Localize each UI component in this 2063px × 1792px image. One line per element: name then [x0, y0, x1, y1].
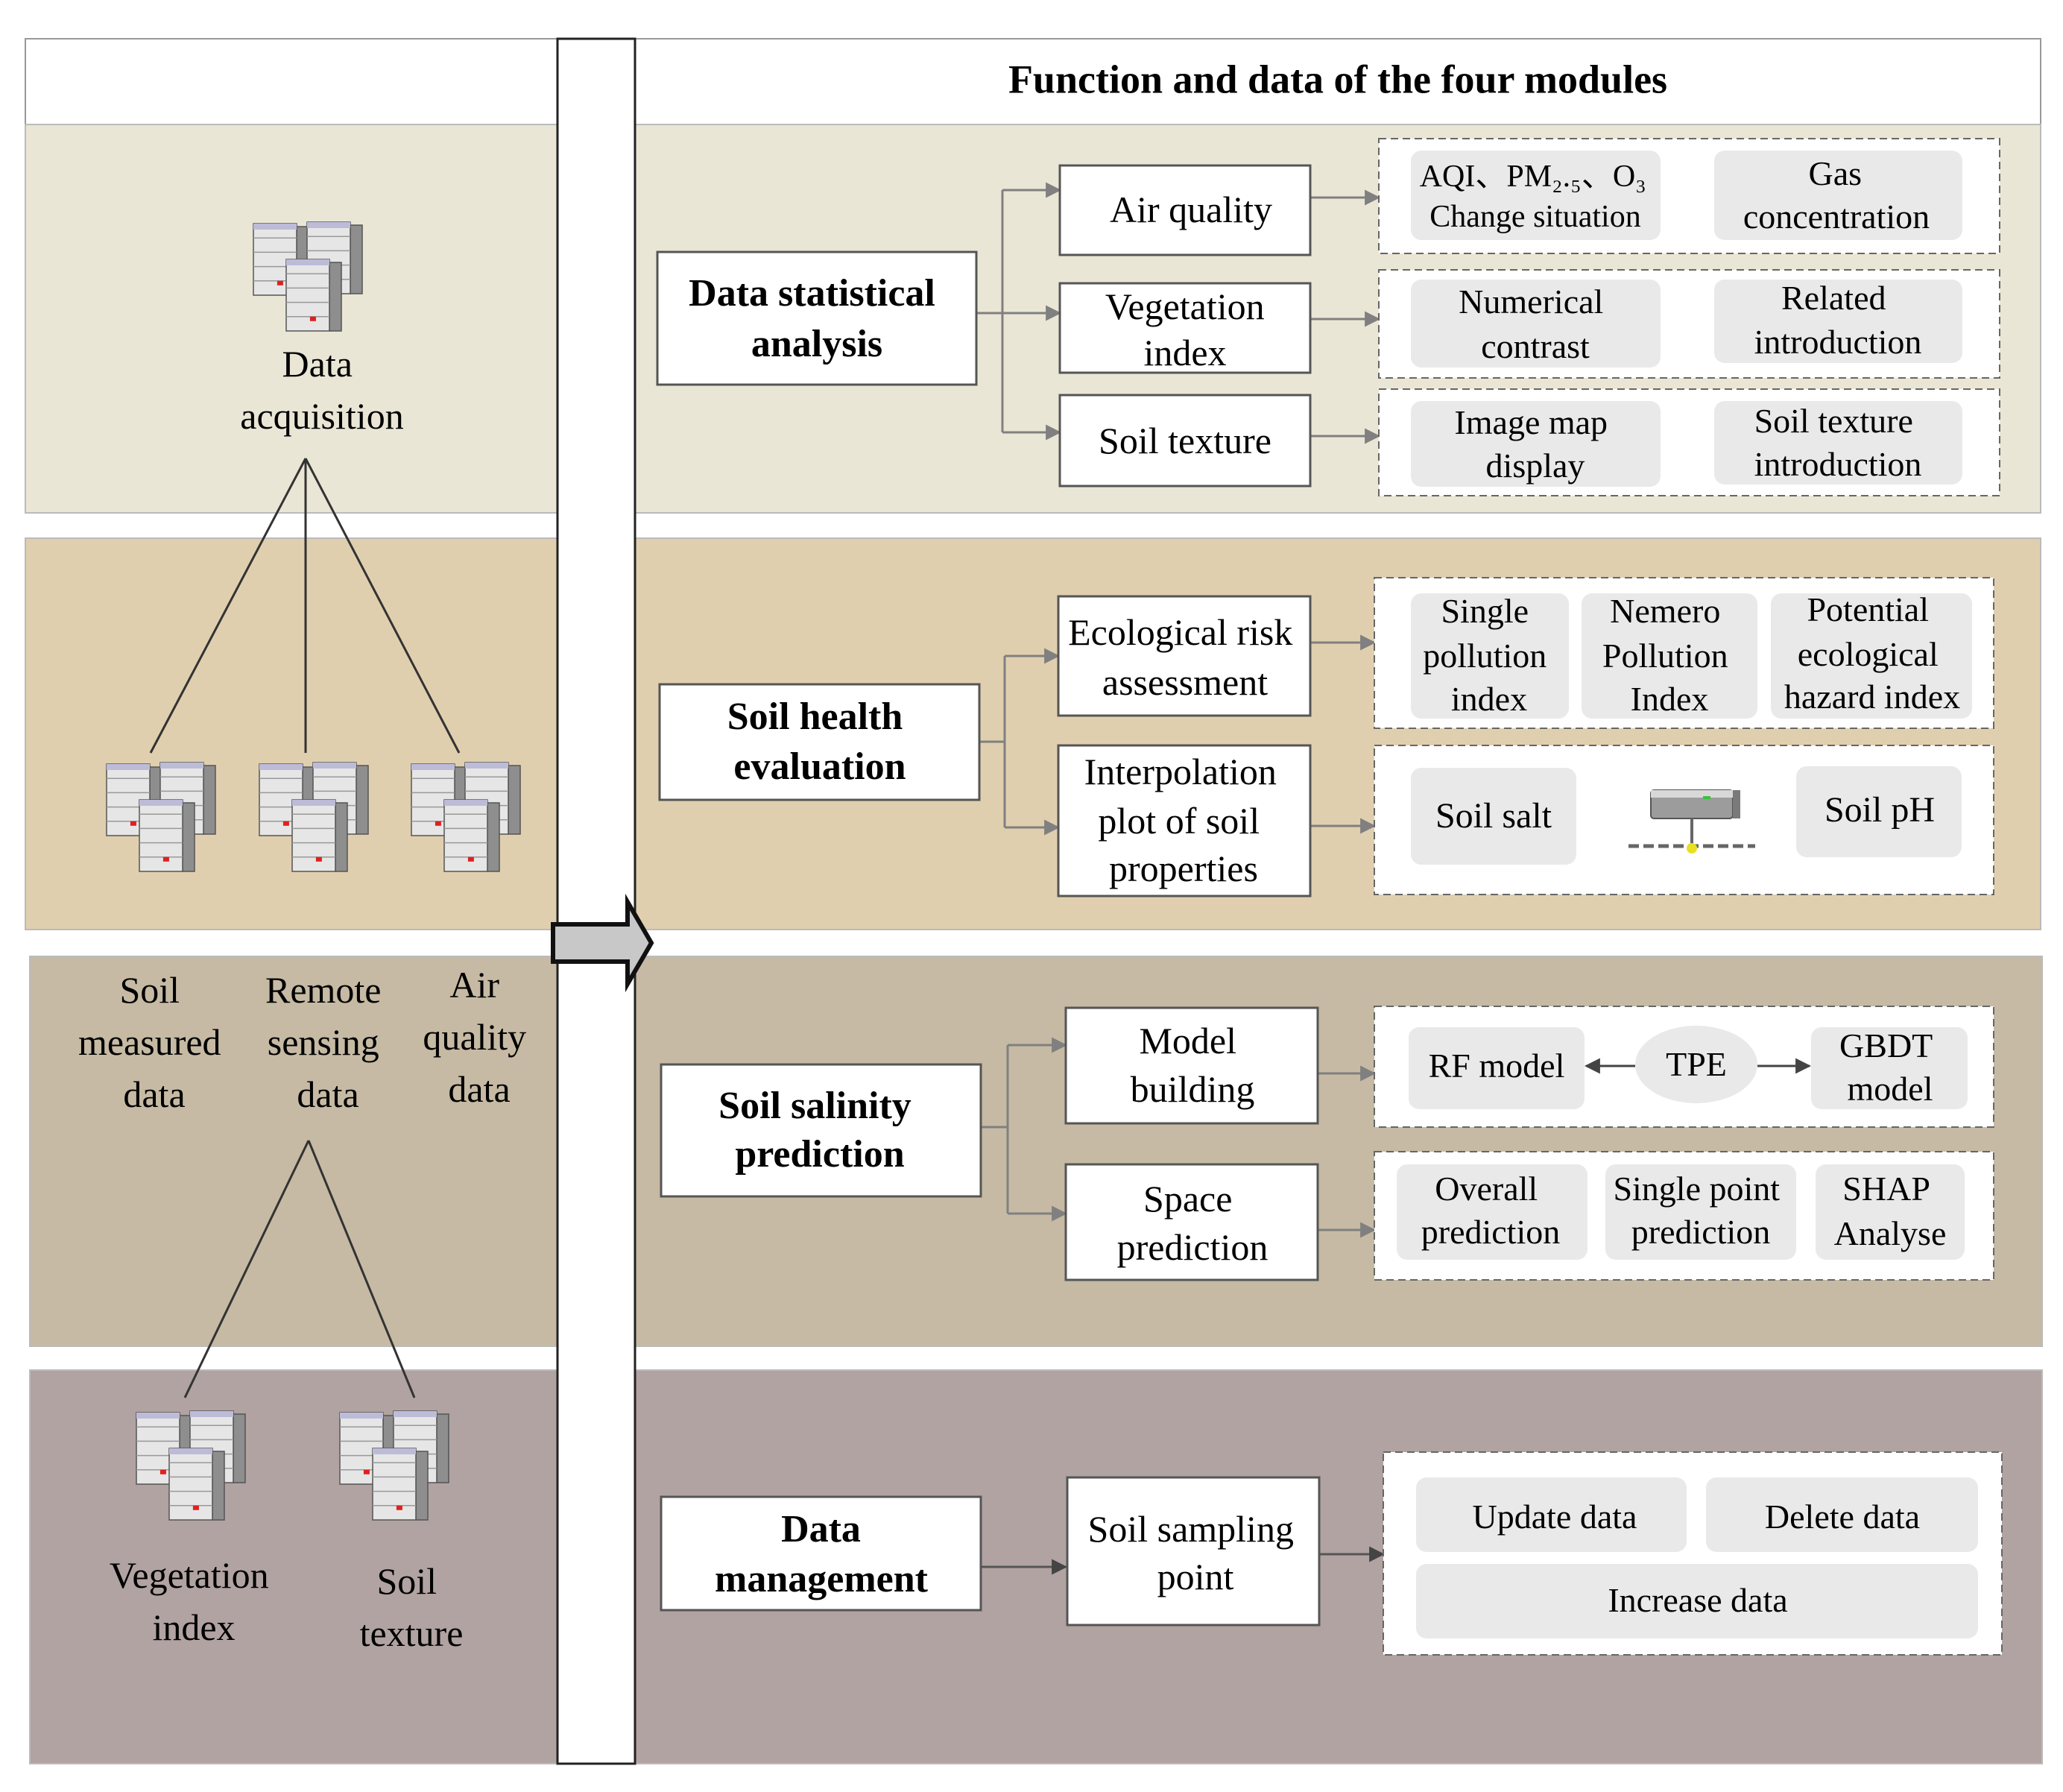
- item-delete-data[interactable]: Delete data: [1706, 1477, 1978, 1552]
- svg-text:Single pollution i: Single pollution index: [1423, 592, 1555, 718]
- svg-text:AQI、PM₂.₅、O₃ Change situ: AQI、PM₂.₅、O₃ Change situation: [1420, 160, 1655, 234]
- item-soil-ph[interactable]: Soil pH: [1796, 766, 1962, 857]
- server-icon-soil-texture: [339, 1410, 449, 1521]
- network-server-icon: [1628, 789, 1755, 854]
- item-single-point-prediction[interactable]: Single point prediction: [1605, 1164, 1796, 1260]
- function-box-space-prediction[interactable]: Space prediction: [1064, 1163, 1319, 1281]
- svg-text:Image map display: Image map display: [1454, 403, 1616, 485]
- svg-text:Data statistical analysi: Data statistical analysis: [689, 272, 945, 365]
- connector-lines-module-3: [981, 1037, 1377, 1238]
- svg-text:GBDT model: GBDT model: [1839, 1026, 1941, 1108]
- svg-text:Soil salinity prediction: Soil salinity prediction: [718, 1085, 921, 1176]
- item-gbdt-model[interactable]: GBDT model: [1811, 1026, 1968, 1109]
- label-vegetation-index: Vegetation index: [110, 1554, 278, 1648]
- server-icon-air-quality: [411, 762, 521, 872]
- item-overall-prediction[interactable]: Overall prediction: [1397, 1164, 1587, 1260]
- svg-text:Soil texture introductio: Soil texture introduction: [1754, 402, 1922, 483]
- svg-text:Update data: Update data: [1473, 1498, 1637, 1536]
- label-soil-texture: Soil texture: [360, 1560, 464, 1654]
- function-box-air-quality[interactable]: Air quality: [1058, 164, 1312, 256]
- server-icon-root: [253, 221, 363, 332]
- connector-lines-module-4: [981, 1546, 1386, 1575]
- module-box-soil-salinity-prediction[interactable]: Soil salinity prediction: [660, 1063, 982, 1198]
- item-soil-salt[interactable]: Soil salt: [1411, 768, 1576, 865]
- item-aqi-change-situation[interactable]: AQI、PM₂.₅、O₃ Change situation: [1411, 151, 1661, 240]
- item-related-introduction[interactable]: Related introduction: [1714, 279, 1962, 363]
- divider-bar: [556, 37, 636, 1765]
- item-tpe[interactable]: TPE: [1635, 1026, 1757, 1103]
- svg-text:Delete data: Delete data: [1765, 1498, 1920, 1536]
- svg-text:RF model: RF model: [1429, 1047, 1565, 1085]
- item-nemero-pollution-index[interactable]: Nemero Pollution Index: [1582, 592, 1757, 719]
- item-potential-ecological-hazard-index[interactable]: Potential ecological hazard index: [1771, 590, 1972, 719]
- svg-text:Vegetation index: Vegetation index: [1105, 285, 1274, 373]
- function-box-model-building[interactable]: Model building: [1064, 1006, 1319, 1125]
- server-icon-remote-sensing: [259, 762, 369, 872]
- function-box-ecological-risk-assessment[interactable]: Ecological risk assessment: [1057, 595, 1312, 717]
- function-box-interpolation-plot[interactable]: Interpolation plot of soil properties: [1057, 744, 1312, 897]
- item-update-data[interactable]: Update data: [1416, 1477, 1687, 1552]
- svg-text:Single point prediction: Single point prediction: [1613, 1170, 1788, 1251]
- svg-text:Interpolation plot of so: Interpolation plot of soil properties: [1084, 751, 1286, 889]
- svg-text:Gas concentration: Gas concentration: [1743, 154, 1930, 236]
- svg-text:Nemero Pollution I: Nemero Pollution Index: [1602, 592, 1737, 718]
- svg-text:Model building: Model building: [1131, 1020, 1255, 1110]
- module-box-data-management[interactable]: Data management: [660, 1495, 982, 1612]
- item-gas-concentration[interactable]: Gas concentration: [1714, 151, 1962, 240]
- header-band: [25, 38, 2041, 125]
- item-image-map-display[interactable]: Image map display: [1411, 401, 1661, 487]
- item-rf-model[interactable]: RF model: [1409, 1027, 1585, 1109]
- svg-text:TPE: TPE: [1666, 1045, 1727, 1083]
- svg-text:SHAP Analyse: SHAP Analyse: [1834, 1170, 1947, 1252]
- module-box-data-statistical-analysis[interactable]: Data statistical analysis: [656, 250, 978, 386]
- tree-lines: [149, 458, 461, 1398]
- page-title: Function and data of the four modules: [1008, 57, 1667, 101]
- label-remote-sensing-data: Remote sensing data: [265, 969, 391, 1115]
- connector-lines-module-2: [979, 634, 1377, 836]
- svg-text:Potential ecological: Potential ecological hazard index: [1784, 590, 1960, 716]
- item-numerical-contrast[interactable]: Numerical contrast: [1411, 280, 1661, 367]
- flow-arrow-icon: [551, 893, 654, 993]
- item-soil-texture-introduction[interactable]: Soil texture introduction: [1714, 401, 1962, 485]
- module-box-soil-health-evaluation[interactable]: Soil health evaluation: [658, 683, 981, 801]
- svg-text:Numerical contrast: Numerical contrast: [1459, 283, 1612, 365]
- item-single-pollution-index[interactable]: Single pollution index: [1411, 592, 1569, 719]
- svg-text:Related introduction: Related introduction: [1754, 279, 1922, 361]
- server-icon-soil-measured: [106, 762, 216, 872]
- svg-text:Increase data: Increase data: [1608, 1581, 1787, 1619]
- connector-lines-module-1: [976, 182, 1381, 444]
- item-shap-analyse[interactable]: SHAP Analyse: [1816, 1164, 1965, 1260]
- label-air-quality-data: Air quality data: [423, 964, 535, 1110]
- svg-text:Soil sampling point: Soil sampling point: [1088, 1508, 1304, 1597]
- function-box-soil-texture[interactable]: Soil texture: [1058, 394, 1312, 488]
- function-box-vegetation-index[interactable]: Vegetation index: [1058, 282, 1312, 374]
- svg-text:Air quality: Air quality: [1110, 189, 1272, 230]
- svg-text:Space prediction: Space prediction: [1117, 1178, 1269, 1268]
- item-increase-data[interactable]: Increase data: [1416, 1564, 1978, 1638]
- svg-text:Soil texture: Soil texture: [1099, 420, 1271, 461]
- svg-text:Soil pH: Soil pH: [1825, 790, 1935, 830]
- svg-text:Ecological risk assessme: Ecological risk assessment: [1068, 611, 1302, 703]
- label-soil-measured-data: Soil measured data: [78, 969, 230, 1115]
- label-data-acquisition: Data acquisition: [240, 343, 403, 437]
- svg-text:Soil salt: Soil salt: [1435, 796, 1552, 836]
- function-box-soil-sampling-point[interactable]: Soil sampling point: [1066, 1476, 1321, 1627]
- svg-text:Data management: Data management: [715, 1508, 929, 1600]
- svg-text:Soil health evaluation: Soil health evaluation: [727, 695, 913, 788]
- svg-text:Overall prediction: Overall prediction: [1421, 1170, 1561, 1251]
- server-icon-vegetation: [136, 1410, 246, 1521]
